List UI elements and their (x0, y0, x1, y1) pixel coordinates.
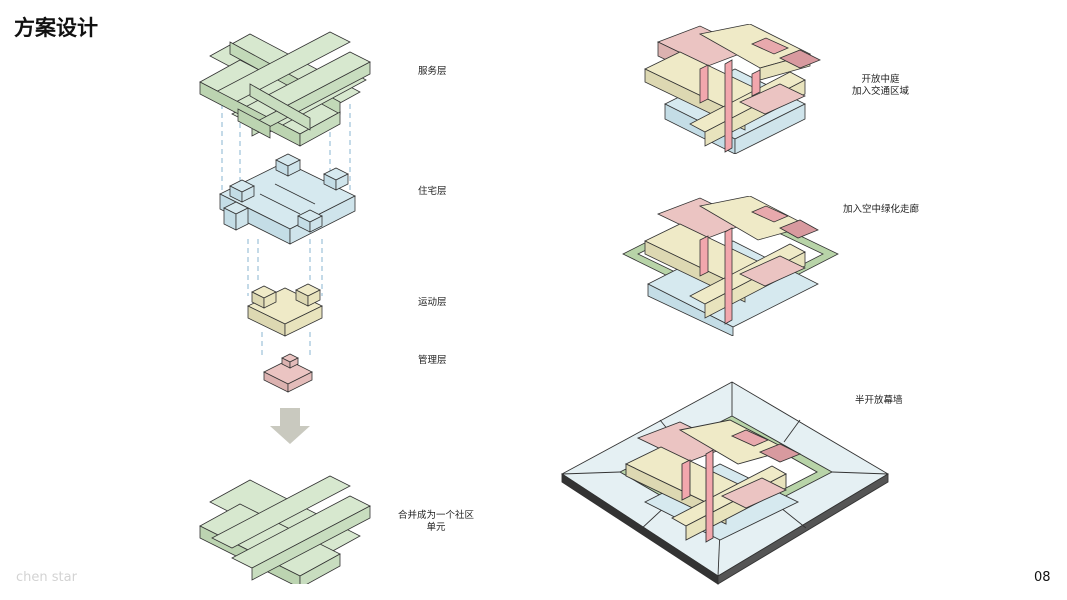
author-watermark: chen star (16, 570, 77, 585)
courtyard-label-line2: 加入交通区域 (852, 86, 909, 98)
management-layer-label: 管理层 (418, 355, 447, 367)
management-layer-block (264, 354, 312, 392)
page-number: 08 (1034, 570, 1051, 585)
merge-arrow-icon (270, 408, 310, 444)
curtain-wall-label: 半开放幕墙 (855, 395, 903, 407)
courtyard-label: 开放中庭 加入交通区域 (852, 74, 909, 98)
combined-unit-label-line1: 合并成为一个社区 (398, 510, 474, 522)
sports-layer-label: 运动层 (418, 297, 447, 309)
courtyard-label-line1: 开放中庭 (852, 74, 909, 86)
exploded-layers-diagram (190, 14, 400, 584)
curtain-wall-diagram (560, 380, 890, 585)
page-title: 方案设计 (14, 12, 98, 42)
combined-unit-label-line2: 单元 (398, 522, 474, 534)
combined-unit-block (200, 476, 370, 584)
combined-unit-label: 合并成为一个社区 单元 (398, 510, 474, 534)
sky-corridor-label: 加入空中绿化走廊 (843, 204, 919, 216)
residential-layer-block (220, 154, 355, 244)
residential-layer-label: 住宅层 (418, 186, 447, 198)
sky-corridor-diagram (618, 196, 848, 336)
service-layer-label: 服务层 (418, 66, 447, 78)
courtyard-diagram (640, 24, 830, 154)
sports-layer-block (248, 284, 322, 336)
service-layer-block (200, 32, 370, 146)
